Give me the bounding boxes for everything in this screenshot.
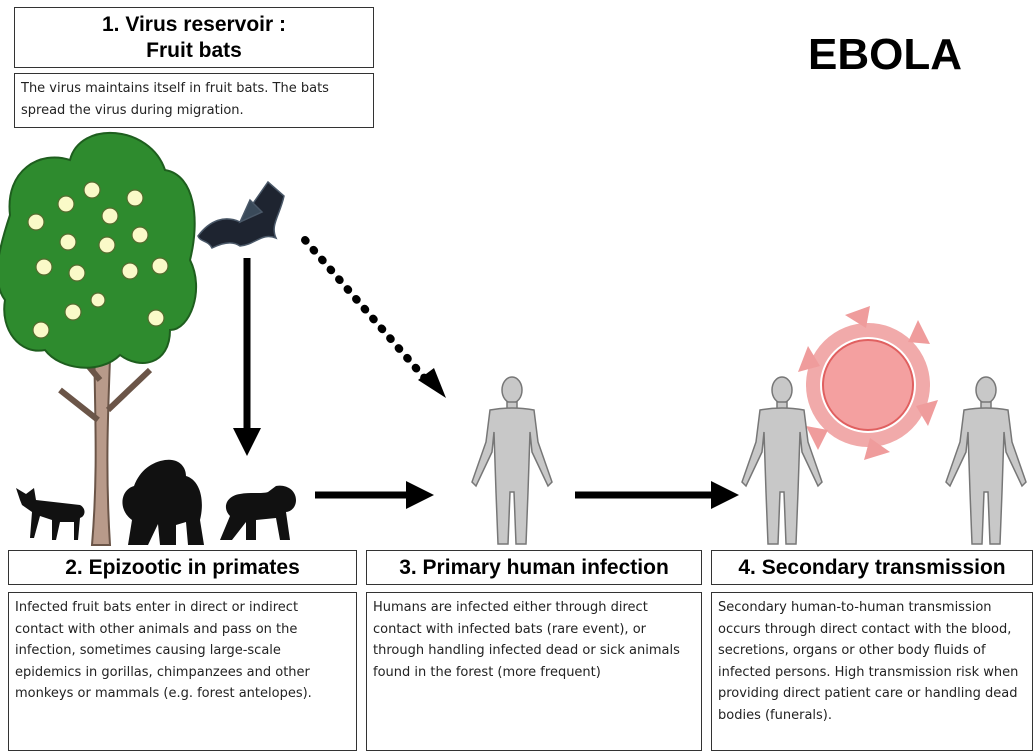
main-title: EBOLA	[808, 30, 962, 79]
bat-to-human-dotted-arrow	[301, 236, 432, 386]
stage-3-description: Humans are infected either through direc…	[366, 592, 702, 751]
antelope-icon	[16, 488, 85, 540]
stage-4-title: 4. Secondary transmission	[711, 550, 1033, 585]
stage-1-title: 1. Virus reservoir : Fruit bats	[14, 7, 374, 68]
virus-spread-icon	[798, 306, 938, 460]
bat-to-human-arrowhead	[418, 368, 446, 398]
human-figure-icon	[471, 376, 553, 545]
human-figure-icon	[945, 376, 1027, 545]
stage-3-title: 3. Primary human infection	[366, 550, 702, 585]
stage-1-description: The virus maintains itself in fruit bats…	[14, 73, 374, 128]
stage-2-description: Infected fruit bats enter in direct or i…	[8, 592, 357, 751]
bat-icon	[197, 180, 285, 250]
fruit-tree-icon	[0, 131, 198, 546]
chimpanzee-icon	[220, 485, 296, 540]
stage-4-description: Secondary human-to-human transmission oc…	[711, 592, 1033, 751]
stage-2-title: 2. Epizootic in primates	[8, 550, 357, 585]
gorilla-icon	[122, 459, 204, 545]
stage-1-title-line-2: Fruit bats	[146, 39, 242, 62]
stage-1-title-line-1: 1. Virus reservoir :	[101, 13, 287, 36]
